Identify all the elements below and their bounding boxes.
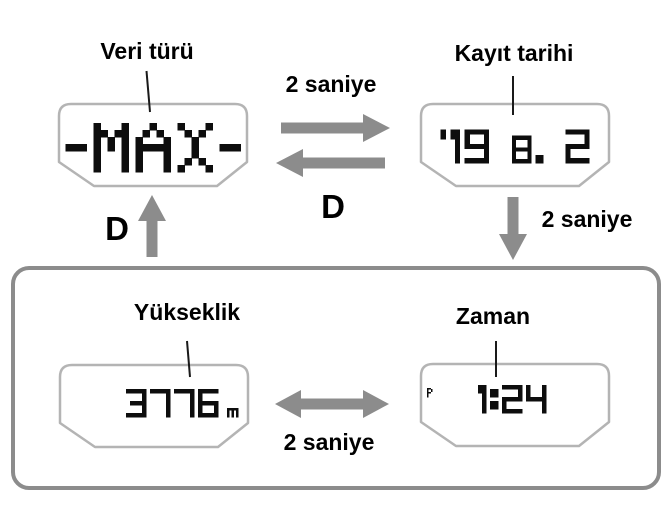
button-d-label-top: D [321,188,345,225]
lcd-display-altitude [58,363,250,449]
lcd-display-time [419,362,611,448]
lcd-text [427,387,433,398]
arrow-down-icon [499,197,527,260]
transition-time-label-top: 2 saniye [285,71,377,97]
transition-time-label-bottom: 2 saniye [283,429,375,455]
lcd-outline [58,363,250,449]
lcd-outline [419,102,611,188]
arrow-right-icon [281,114,390,142]
time-label: Zaman [455,303,531,329]
lcd-text [65,123,241,173]
arrow-left-icon [276,149,385,177]
lcd-text [126,389,239,418]
transition-time-label-right: 2 saniye [541,206,633,232]
lcd-display-record-date [419,102,611,188]
arrow-up-icon [138,195,166,257]
button-d-label-left: D [105,210,129,247]
lcd-display-data-type [57,102,249,188]
record-date-label: Kayıt tarihi [454,40,574,66]
lcd-text [478,385,547,414]
altitude-label: Yükseklik [133,299,241,325]
lcd-outline [57,102,249,188]
lcd-outline [419,362,611,448]
data-type-label: Veri türü [100,38,194,64]
lcd-text [440,129,590,164]
recall-mode-group-box [11,266,661,490]
